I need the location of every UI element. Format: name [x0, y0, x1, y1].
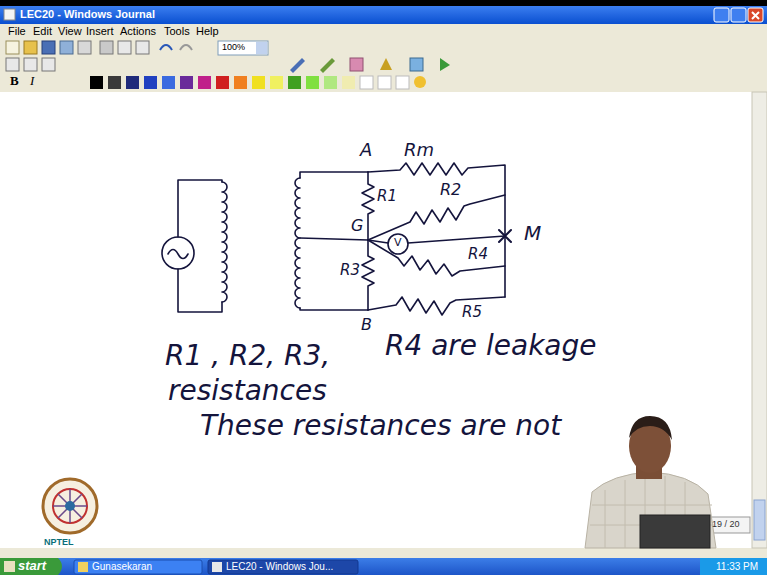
resistor-label: R3 — [340, 262, 360, 279]
bold-button: B — [10, 74, 19, 89]
window-frame — [0, 6, 767, 558]
lecturer-figure — [585, 416, 716, 548]
maximize-button — [731, 8, 746, 22]
menu-item: Tools — [164, 25, 190, 38]
menu-item: Edit — [33, 25, 52, 38]
resistor-symbol — [368, 240, 505, 276]
menu-item: File — [8, 25, 26, 38]
node-label: G — [351, 217, 363, 235]
handwritten-note: These resistances are not — [200, 410, 561, 442]
secondary-wire — [300, 172, 368, 310]
app-icon — [4, 9, 15, 20]
menu-item: Actions — [120, 25, 156, 38]
resistor-label: Rm — [404, 140, 434, 161]
tablet — [640, 515, 710, 548]
handwritten-note: R1 , R2, R3, — [165, 340, 330, 372]
scroll-thumb — [754, 500, 765, 540]
title-bar — [0, 6, 767, 24]
windows-flag — [4, 561, 15, 572]
voltmeter-symbol — [388, 234, 408, 254]
ac-source-symbol — [162, 237, 194, 269]
journal-icon — [212, 562, 222, 572]
page-indicator-box — [708, 517, 750, 533]
logo-text: NPTEL — [44, 537, 74, 547]
ac-wave — [168, 250, 188, 259]
resistor-symbol — [362, 172, 374, 240]
primary-wire — [178, 180, 222, 312]
minimize-button — [714, 8, 729, 22]
taskbar-button — [208, 560, 358, 574]
close-button — [748, 8, 763, 22]
menu-item: Insert — [86, 25, 114, 38]
meter-label: V — [394, 237, 402, 250]
zoom-value: 100% — [222, 42, 245, 52]
taskbar-button — [74, 560, 202, 574]
resistor-label: R5 — [462, 304, 482, 321]
close-cross — [752, 12, 759, 19]
handwritten-note: resistances — [168, 375, 327, 407]
journal-page — [0, 92, 752, 548]
primary-coil — [222, 182, 227, 302]
clock: 11:33 PM — [716, 561, 758, 573]
node-mark — [499, 230, 511, 242]
window-title: LEC20 - Windows Journal — [20, 8, 155, 21]
page-indicator: 19 / 20 — [712, 519, 740, 529]
resistor-symbol — [368, 297, 505, 315]
node-label: A — [360, 140, 372, 161]
taskbar-label: Gunasekaran — [92, 561, 152, 573]
toolbar-icons — [6, 41, 450, 73]
scrollbar — [752, 92, 767, 548]
node-label: B — [361, 316, 372, 334]
resistor-symbol — [362, 240, 374, 310]
taskbar — [0, 558, 767, 575]
color-palette — [90, 76, 426, 89]
secondary-coil — [295, 178, 300, 308]
start-label: start — [18, 559, 46, 574]
handwritten-note: R4 are leakage — [385, 330, 597, 362]
italic-button: I — [30, 74, 34, 89]
resistor-label: R1 — [377, 188, 397, 205]
menu-item: Help — [196, 25, 219, 38]
resistor-label: R4 — [468, 246, 488, 263]
resistor-label: R2 — [440, 181, 461, 199]
resistor-symbol — [368, 163, 505, 297]
folder-icon — [78, 562, 88, 572]
taskbar-label: LEC20 - Windows Jou... — [226, 561, 333, 573]
menu-item: View — [58, 25, 82, 38]
nptel-logo — [43, 479, 97, 533]
circuit-drawing — [162, 163, 511, 315]
start-button — [0, 558, 62, 575]
node-label: M — [524, 222, 541, 245]
system-tray — [700, 558, 767, 575]
